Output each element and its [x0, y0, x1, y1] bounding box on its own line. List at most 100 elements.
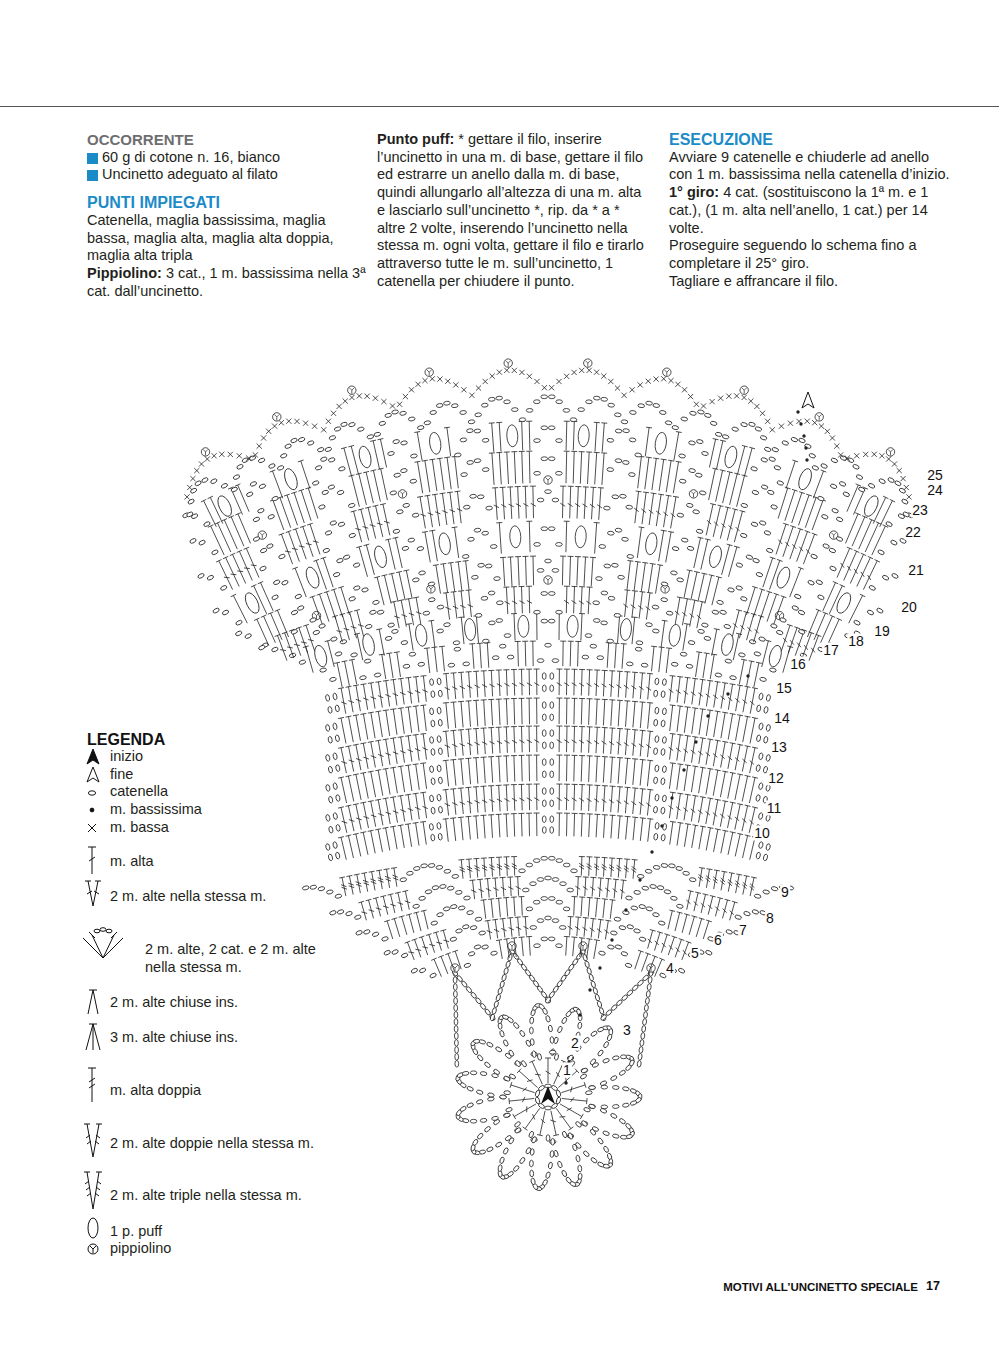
bullet-item-block: 60 g di cotone n. 16, bianco: [87, 149, 369, 167]
double-crochet-stitch: [369, 871, 377, 890]
chain-stitch: [710, 421, 717, 426]
chain-stitch: [869, 585, 877, 591]
double-crochet-stitch: [663, 495, 671, 527]
double-crochet-stitch: [534, 755, 540, 781]
chain-stitch: [576, 1008, 582, 1016]
double-crochet-stitch: [515, 641, 521, 666]
single-crochet-stitch: [205, 456, 210, 461]
single-crochet-stitch: [834, 444, 839, 449]
chain-stitch: [329, 910, 336, 916]
chain-stitch: [328, 766, 333, 773]
chain-stitch: [750, 466, 757, 471]
double-crochet-stitch: [470, 880, 477, 899]
double-crochet-stitch: [572, 726, 578, 752]
chain-stitch: [504, 1113, 511, 1117]
double-crochet-stitch: [683, 735, 690, 761]
double-crochet-stitch: [594, 756, 600, 782]
double-crochet-stitch: [639, 673, 646, 699]
single-crochet-stitch: [272, 424, 277, 429]
chain-stitch: [530, 1039, 534, 1046]
double-crochet-stitch: [394, 652, 401, 677]
dc2tog-symbol: [88, 990, 98, 1014]
chain-stitch: [391, 629, 398, 634]
chain-stitch: [768, 456, 775, 462]
single-crochet-stitch: [519, 370, 524, 375]
double-crochet-stitch: [605, 878, 611, 897]
chain-stitch: [586, 967, 592, 974]
double-crochet-stitch: [503, 699, 509, 725]
chain-stitch: [335, 824, 340, 831]
double-crochet-stitch: [583, 487, 589, 519]
chain-stitch: [754, 651, 761, 656]
chain-stitch: [450, 904, 457, 909]
double-crochet-stitch: [413, 706, 419, 732]
double-crochet-stitch: [511, 857, 517, 876]
double-crochet-stitch: [556, 1108, 573, 1130]
double-crochet-stitch: [684, 824, 691, 847]
chain-stitch: [545, 1015, 551, 1022]
double-crochet-stitch: [510, 1082, 535, 1093]
chain-stitch: [246, 491, 254, 497]
double-crochet-stitch: [609, 700, 615, 726]
double-crochet-stitch: [403, 570, 412, 599]
chain-stitch: [614, 413, 621, 417]
chain-stitch: [499, 1157, 505, 1164]
single-crochet-stitch: [594, 370, 599, 375]
chain-stitch: [365, 624, 372, 629]
chain-stitch: [533, 400, 540, 404]
chain-stitch: [490, 544, 497, 548]
double-crochet-stitch: [383, 798, 391, 824]
double-crochet-stitch: [412, 939, 422, 958]
chain-stitch: [244, 633, 252, 639]
chain-stitch: [556, 439, 563, 443]
double-crochet-stitch: [631, 672, 638, 698]
chain-stitch: [761, 457, 768, 462]
double-crochet-stitch: [786, 460, 798, 489]
chain-stitch: [836, 536, 844, 542]
chain-stitch: [705, 950, 713, 956]
chain-stitch: [556, 900, 563, 904]
double-crochet-stitch: [689, 916, 697, 935]
chain-stitch: [677, 513, 684, 518]
double-crochet-stitch: [522, 917, 528, 936]
chain-stitch: [505, 1107, 512, 1113]
chain-stitch: [830, 483, 838, 489]
double-crochet-stitch: [305, 487, 318, 518]
double-crochet-stitch: [339, 877, 347, 896]
chain-stitch: [541, 856, 548, 860]
double-crochet-stitch: [346, 875, 354, 894]
chain-stitch: [766, 694, 771, 701]
double-crochet-stitch: [803, 533, 817, 564]
chain-stitch: [522, 888, 529, 892]
chain-stitch: [653, 806, 658, 813]
double-crochet-stitch: [507, 918, 514, 937]
double-crochet-stitch: [503, 727, 509, 753]
slip-stitch: [805, 458, 808, 461]
slip-stitch: [624, 908, 627, 911]
chain-stitch: [820, 463, 828, 469]
double-crochet-stitch: [683, 624, 690, 651]
double-crochet-stitch: [556, 698, 562, 724]
double-crochet-stitch: [383, 739, 391, 765]
single-crochet-stitch: [337, 404, 342, 409]
double-crochet-stitch: [708, 896, 716, 915]
chain-stitch: [345, 911, 352, 917]
chain-stitch: [756, 735, 761, 742]
chain-stitch: [585, 634, 592, 638]
double-crochet-stitch: [228, 516, 244, 547]
chain-stitch: [201, 477, 209, 483]
single-crochet-stitch: [608, 379, 613, 384]
chain-stitch: [497, 987, 503, 994]
double-crochet-stitch: [500, 918, 507, 937]
double-crochet-stitch: [645, 427, 652, 456]
chain-stitch: [271, 496, 279, 502]
double-crochet-stitch: [378, 468, 388, 500]
double-crochet-stitch: [380, 896, 388, 915]
double-crochet-stitch: [465, 816, 471, 839]
chain-stitch: [318, 623, 325, 629]
chain-stitch: [326, 889, 333, 894]
double-crochet-stitch: [216, 560, 233, 590]
chain-stitch: [491, 1116, 498, 1121]
single-crochet-stitch: [403, 394, 408, 399]
chain-stitch: [548, 1025, 553, 1032]
